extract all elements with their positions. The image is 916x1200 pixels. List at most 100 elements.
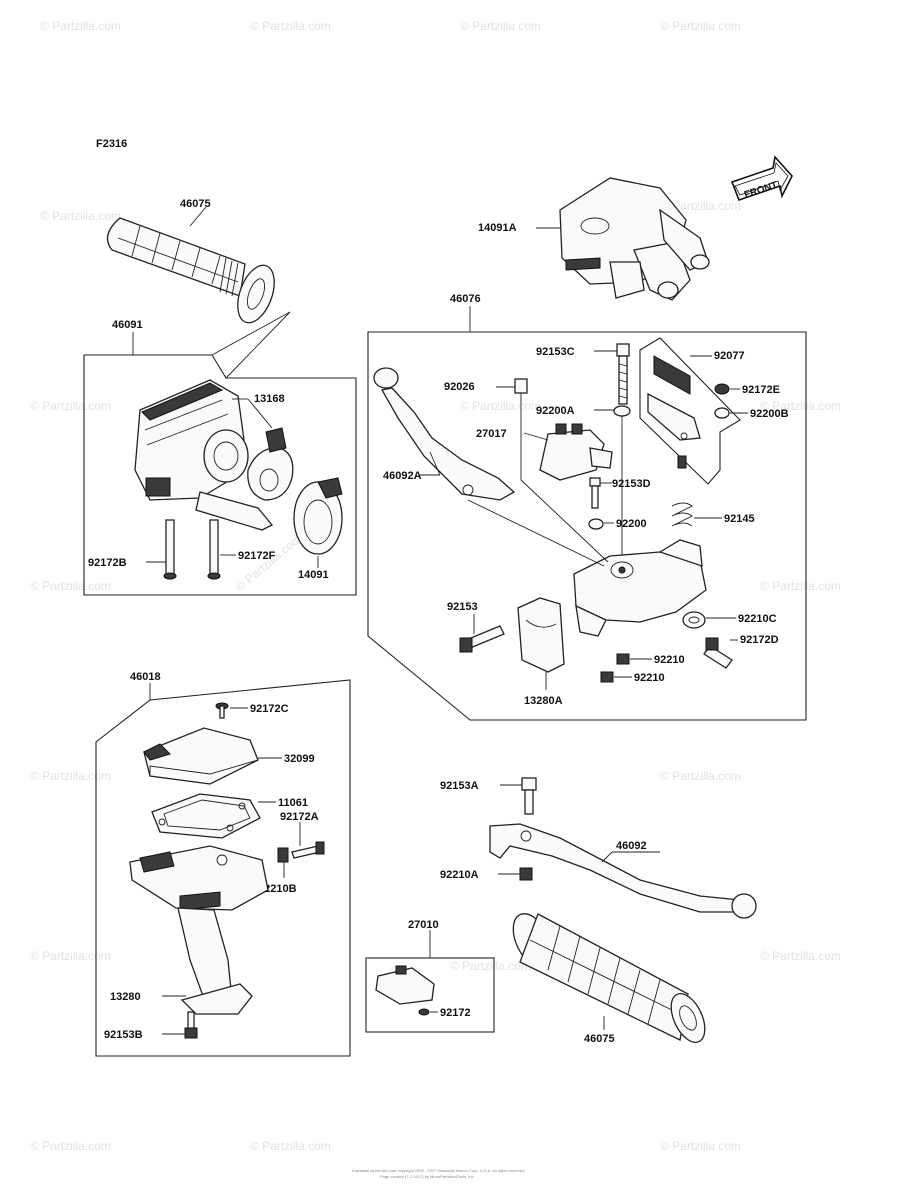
watermark: © Partzilla.com xyxy=(760,399,841,413)
switch-housing xyxy=(129,845,269,1015)
leader-line xyxy=(467,499,605,567)
part-label-92077: 92077 xyxy=(714,350,745,362)
watermark: © Partzilla.com xyxy=(30,579,111,593)
footer-page-info: Page created (7-7-2017) by MotorPartsAnd… xyxy=(380,1174,475,1179)
part-label-92210C: 92210C xyxy=(738,613,777,625)
watermark: © Partzilla.com xyxy=(760,949,841,963)
part-label-92200A: 92200A xyxy=(536,405,575,417)
leader-line xyxy=(211,311,291,356)
leader-line xyxy=(225,311,291,379)
watermarks: © Partzilla.com © Partzilla.com © Partzi… xyxy=(30,19,841,1153)
part-label-46092A: 46092A xyxy=(383,470,422,482)
part-label-46018: 46018 xyxy=(130,671,161,683)
leader-line xyxy=(189,206,207,227)
part-label-92200: 92200 xyxy=(616,518,647,530)
nut-92210 xyxy=(616,653,630,665)
part-label-46092: 46092 xyxy=(616,840,647,852)
bolt-92153B xyxy=(184,1011,198,1039)
part-label-92153A: 92153A xyxy=(440,780,479,792)
part-label-13168: 13168 xyxy=(254,393,285,405)
part-label-92172C: 92172C xyxy=(250,703,289,715)
part-label-92172F: 92172F xyxy=(238,550,276,562)
part-label-92026: 92026 xyxy=(444,381,475,393)
assembly-box-46076 xyxy=(367,331,807,721)
grip-46075-bottom xyxy=(512,913,706,1043)
part-label-92153B: 92153B xyxy=(104,1029,143,1041)
washer-92200A xyxy=(613,405,631,417)
lever-46092A xyxy=(373,367,516,501)
clip-92210C xyxy=(682,611,706,629)
watermark: © Partzilla.com xyxy=(660,199,741,213)
watermark: © Partzilla.com xyxy=(30,1139,111,1153)
leader-line xyxy=(601,851,613,863)
screw-92172C xyxy=(215,702,229,719)
part-label-14091: 14091 xyxy=(298,569,329,581)
cover-14091A xyxy=(559,177,710,301)
watermark: © Partzilla.com xyxy=(250,1139,331,1153)
part-label-92172B: 92172B xyxy=(88,557,127,569)
part-label-13280: 13280 xyxy=(110,991,141,1003)
part-label-46075-top: 46075 xyxy=(180,198,211,210)
screw-92172D xyxy=(703,637,733,669)
leader-line xyxy=(247,398,273,429)
watermark: © Partzilla.com xyxy=(660,19,741,33)
switch-27010 xyxy=(375,965,435,1005)
part-label-92172: 92172 xyxy=(440,1007,471,1019)
pivot-92026 xyxy=(514,378,528,480)
lever-bracket xyxy=(573,539,707,637)
part-label-92200B: 92200B xyxy=(750,408,789,420)
watermark: © Partzilla.com xyxy=(460,19,541,33)
assembly-box-46018 xyxy=(95,679,351,1057)
watermark: © Partzilla.com xyxy=(450,959,531,973)
clamp-13280A xyxy=(517,597,565,673)
lever-46092 xyxy=(489,823,757,919)
part-label-46076: 46076 xyxy=(450,293,481,305)
cable-guide-14091 xyxy=(293,477,343,555)
screw-92172 xyxy=(418,1008,430,1016)
cover-32099 xyxy=(143,727,259,785)
watermark: © Partzilla.com xyxy=(30,399,111,413)
part-label-92210A: 92210A xyxy=(440,869,479,881)
screw-92172B xyxy=(163,519,177,580)
watermark: © Partzilla.com xyxy=(40,209,121,223)
watermark: © Partzilla.com xyxy=(660,1139,741,1153)
part-label-11061: 11061 xyxy=(278,797,308,809)
inset-box-92077 xyxy=(639,337,741,485)
part-label-13280A: 13280A xyxy=(524,695,563,707)
grip-46075-top xyxy=(106,217,275,324)
part-label-92153D: 92153D xyxy=(612,478,651,490)
watermark: © Partzilla.com xyxy=(233,532,304,595)
part-label-92145: 92145 xyxy=(724,513,755,525)
bracket-92077 xyxy=(647,355,701,469)
part-label-92210a: 92210 xyxy=(654,654,685,666)
part-label-92172D: 92172D xyxy=(740,634,779,646)
switch-27017 xyxy=(539,423,613,481)
throttle-housing-46091 xyxy=(134,379,274,531)
leader-line xyxy=(520,479,609,563)
screw-92172A xyxy=(291,841,325,859)
part-label-92153C: 92153C xyxy=(536,346,575,358)
watermark: © Partzilla.com xyxy=(30,769,111,783)
part-label-92172E: 92172E xyxy=(742,384,780,396)
watermark: © Partzilla.com xyxy=(460,399,541,413)
leader-line xyxy=(523,432,549,441)
part-label-92210b: 92210 xyxy=(634,672,665,684)
part-label-46091: 46091 xyxy=(112,319,143,331)
throttle-cable-guide-13168 xyxy=(247,427,294,501)
watermark: © Partzilla.com xyxy=(760,579,841,593)
screw-92172F xyxy=(207,519,221,580)
part-label-32099: 32099 xyxy=(284,753,315,765)
leader-line xyxy=(429,451,441,476)
footer-copyright: Kawasaki labels and part copyright 1995 … xyxy=(352,1168,525,1173)
watermark: © Partzilla.com xyxy=(40,19,121,33)
part-label-27010: 27010 xyxy=(408,919,439,931)
bolt-92153D xyxy=(589,477,601,509)
washer-92200 xyxy=(588,518,604,530)
figure-code: F2316 xyxy=(96,138,127,150)
front-arrow-icon: FRONT xyxy=(730,155,793,201)
washer-92200B xyxy=(714,407,730,419)
part-label-46075-bottom: 46075 xyxy=(584,1033,615,1045)
nut-92210B xyxy=(277,847,289,863)
bolt-92153A xyxy=(521,777,537,815)
